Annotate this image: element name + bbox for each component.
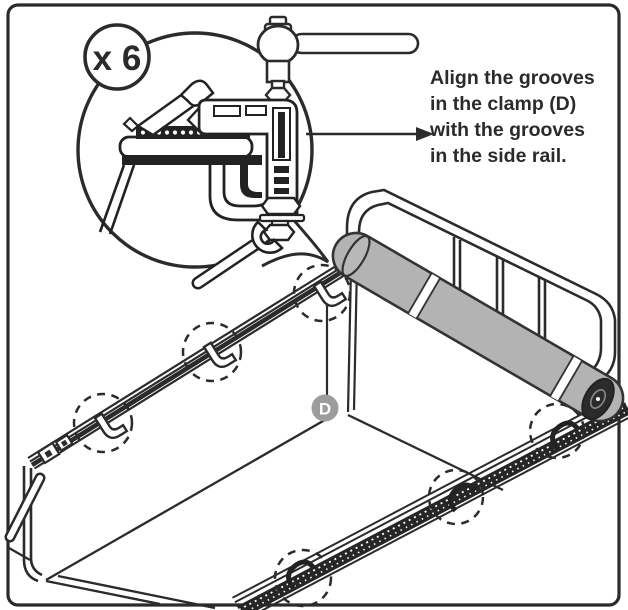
callout-bubble: x 6 xyxy=(76,15,420,290)
clamp-marker xyxy=(286,559,316,590)
clamp-marker xyxy=(202,341,238,369)
ground-line xyxy=(8,547,31,561)
arrow-head-icon xyxy=(416,127,434,141)
prop-rod xyxy=(4,472,46,543)
clamp-circle xyxy=(292,263,352,323)
hex-nut xyxy=(262,223,296,242)
instruction-text: Align the grooves in the clamp (D) with … xyxy=(429,67,600,167)
floor-junction-right xyxy=(347,413,504,492)
instruction-callout: Align the grooves in the clamp (D) with … xyxy=(306,67,600,167)
rail-groove-strip xyxy=(236,402,628,610)
bed-floor-front-edge xyxy=(45,579,161,606)
side-rail-right xyxy=(232,392,628,610)
clamp-marker xyxy=(312,280,348,308)
side-rail-left xyxy=(27,255,360,470)
ratchet-wrench-icon xyxy=(256,15,420,104)
clamp-detail xyxy=(98,79,306,242)
frame-slats xyxy=(452,237,547,340)
clamp-highlight-circles xyxy=(72,263,586,608)
clamp-marker xyxy=(550,420,580,451)
cover-bands xyxy=(407,273,583,402)
cab-guard-frame xyxy=(345,188,617,383)
open-end-wrench-icon xyxy=(191,220,284,290)
cover-left-end xyxy=(341,234,371,278)
clamp-circle xyxy=(273,548,333,608)
quantity-badge: x 6 xyxy=(83,23,151,91)
bed-flange xyxy=(122,155,262,165)
rail-cross-section xyxy=(118,135,254,159)
quantity-label: x 6 xyxy=(93,39,142,78)
rolled-cover xyxy=(331,231,625,423)
part-label-text: D xyxy=(319,400,331,419)
clamp-bolt xyxy=(278,112,285,158)
clamp-circle xyxy=(528,402,586,460)
truck-bed xyxy=(4,263,504,610)
clamp-marker xyxy=(448,482,478,513)
part-label-badge: D xyxy=(311,394,339,422)
floor-junction-left xyxy=(45,416,331,581)
rail-end-bracket xyxy=(36,441,61,465)
clamp-circle xyxy=(427,468,485,526)
rail-end-bracket xyxy=(54,433,74,452)
hex-nut xyxy=(260,196,302,216)
clamp-circle xyxy=(181,321,243,383)
clamp-circle xyxy=(72,392,134,454)
clamp-marker xyxy=(93,412,129,440)
